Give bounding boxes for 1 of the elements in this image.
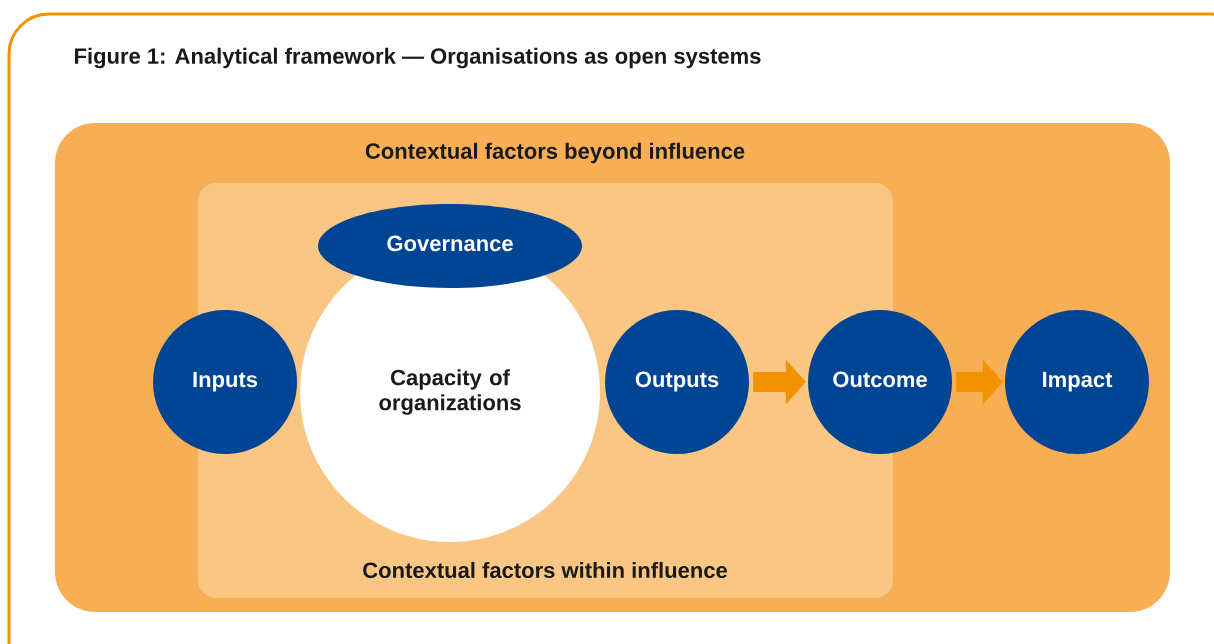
figure-title: Figure 1: Analytical framework — Organisations as open systems [75,47,761,69]
